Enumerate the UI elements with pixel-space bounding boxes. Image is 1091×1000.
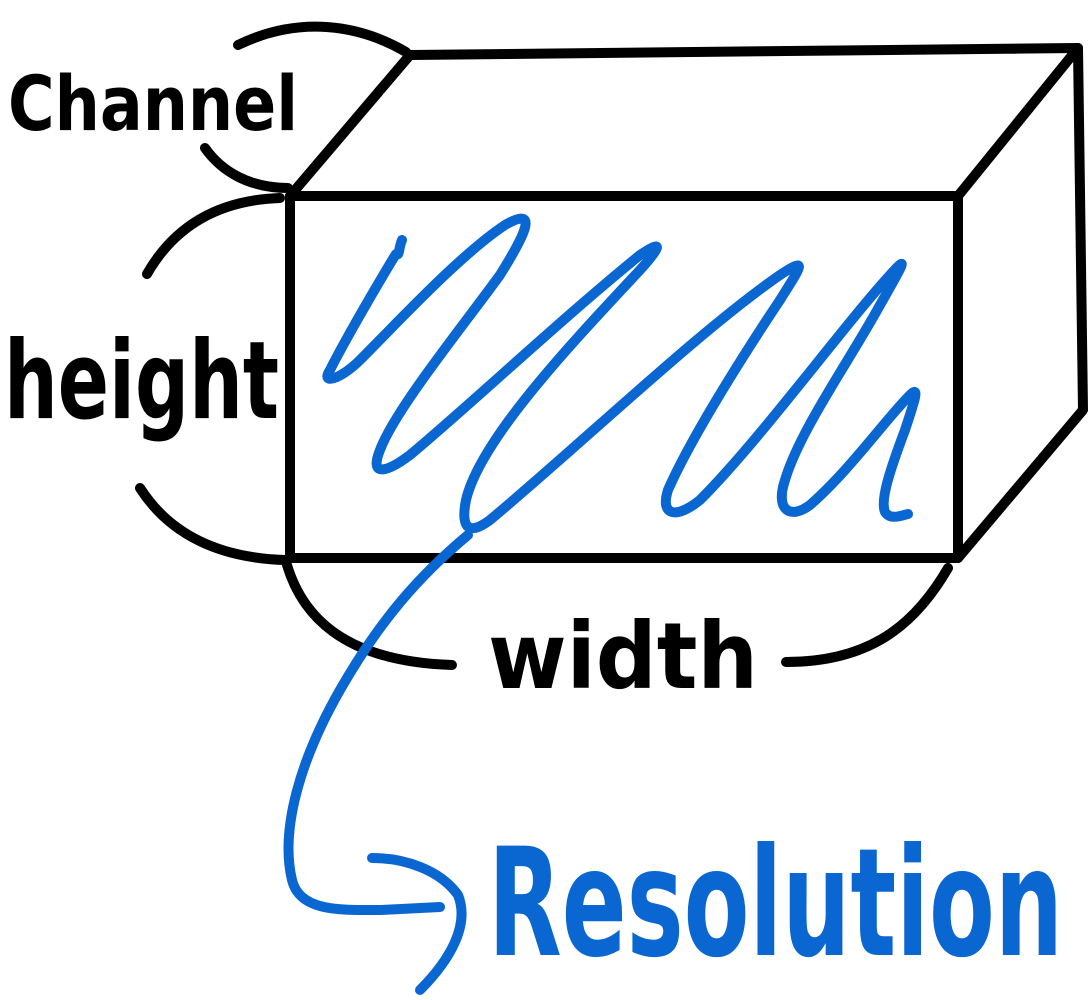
box-side-face (953, 43, 1088, 563)
height-bracket-bottom (135, 483, 290, 565)
box-front-face (285, 191, 963, 563)
resolution-label: Resolution (488, 817, 1063, 991)
box-top-face (285, 43, 1083, 201)
resolution-scribble (322, 213, 921, 534)
feature-map-box (285, 43, 1088, 563)
width-bracket-right (781, 563, 953, 667)
width-label: width (488, 603, 758, 710)
channel-label: Channel (8, 59, 298, 148)
width-bracket-left (282, 560, 457, 670)
channel-bracket-lower (200, 143, 293, 193)
resolution-arrow (283, 530, 473, 916)
height-label: height (4, 319, 279, 444)
channel-bracket (233, 21, 411, 57)
height-bracket-top (142, 193, 285, 279)
resolution-arrowhead (367, 853, 467, 995)
